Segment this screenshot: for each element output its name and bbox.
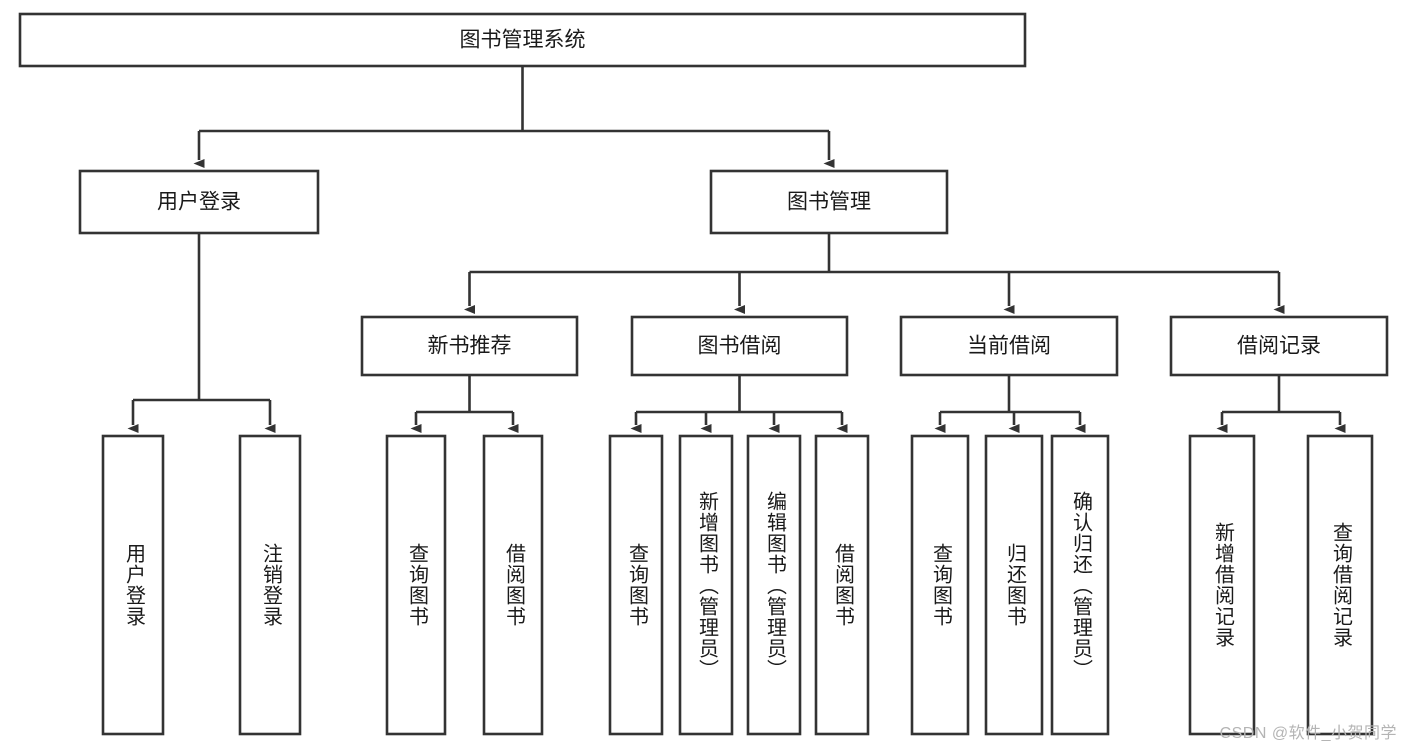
node-leaf-query-book-current-box	[910, 434, 970, 736]
node-leaf-return-book-label-wrap: 归还图书	[1003, 543, 1026, 627]
node-user-login-box	[78, 169, 320, 235]
node-leaf-user-login-box	[101, 434, 165, 736]
node-new-book-recommend[interactable]: 新书推荐	[360, 315, 579, 377]
node-leaf-query-book-recommend-label: 查询图书	[405, 543, 428, 627]
node-leaf-query-borrow-record[interactable]: 查询借阅记录	[1306, 434, 1374, 736]
node-leaf-add-book-admin[interactable]: 新增图书（管理员）	[678, 434, 734, 736]
node-leaf-logout-login[interactable]: 注销登录	[238, 434, 302, 736]
node-leaf-add-book-admin-label: 新增图书（管理员）	[695, 490, 718, 680]
node-root-label: 图书管理系统	[460, 29, 586, 52]
node-new-book-recommend-box	[360, 315, 579, 377]
node-book-borrow-box	[630, 315, 849, 377]
node-leaf-logout-login-label: 注销登录	[259, 543, 282, 627]
node-leaf-borrow-book[interactable]: 借阅图书	[814, 434, 870, 736]
node-root-box	[18, 12, 1027, 68]
node-leaf-add-borrow-record[interactable]: 新增借阅记录	[1188, 434, 1256, 736]
node-leaf-query-book-current-label: 查询图书	[929, 543, 952, 627]
node-leaf-add-book-admin-label-wrap: 新增图书（管理员）	[695, 490, 718, 680]
node-leaf-add-book-admin-box	[678, 434, 734, 736]
node-current-borrow-label: 当前借阅	[967, 335, 1051, 358]
node-user-login-label: 用户登录	[157, 191, 241, 214]
node-book-management-box	[709, 169, 949, 235]
node-leaf-return-book[interactable]: 归还图书	[984, 434, 1044, 736]
node-leaf-confirm-return-admin-label-wrap: 确认归还（管理员）	[1069, 490, 1092, 680]
node-leaf-user-login-label-wrap: 用户登录	[122, 543, 145, 627]
node-leaf-query-book-borrow-label-wrap: 查询图书	[625, 543, 648, 627]
node-leaf-query-book-current[interactable]: 查询图书	[910, 434, 970, 736]
node-leaf-edit-book-admin-box	[746, 434, 802, 736]
node-leaf-query-book-current-label-wrap: 查询图书	[929, 543, 952, 627]
node-layer: 图书管理系统用户登录图书管理新书推荐图书借阅当前借阅借阅记录用户登录注销登录查询…	[18, 12, 1389, 736]
node-leaf-user-login-label: 用户登录	[122, 543, 145, 627]
node-leaf-edit-book-admin[interactable]: 编辑图书（管理员）	[746, 434, 802, 736]
node-book-management[interactable]: 图书管理	[709, 169, 949, 235]
node-leaf-add-borrow-record-label-wrap: 新增借阅记录	[1211, 522, 1234, 648]
node-leaf-query-book-borrow-box	[608, 434, 664, 736]
node-leaf-query-borrow-record-label: 查询借阅记录	[1329, 522, 1352, 648]
node-leaf-logout-login-label-wrap: 注销登录	[259, 543, 282, 627]
node-root[interactable]: 图书管理系统	[18, 12, 1027, 68]
node-leaf-borrow-book-recommend-label: 借阅图书	[502, 543, 525, 627]
node-current-borrow-box	[899, 315, 1119, 377]
node-leaf-query-book-recommend-box	[385, 434, 447, 736]
node-leaf-query-book-recommend-label-wrap: 查询图书	[405, 543, 428, 627]
node-leaf-add-borrow-record-box	[1188, 434, 1256, 736]
node-leaf-borrow-book-label-wrap: 借阅图书	[831, 543, 854, 627]
node-book-management-label: 图书管理	[787, 191, 871, 214]
node-leaf-borrow-book-recommend-box	[482, 434, 544, 736]
node-book-borrow[interactable]: 图书借阅	[630, 315, 849, 377]
node-leaf-borrow-book-recommend-label-wrap: 借阅图书	[502, 543, 525, 627]
node-leaf-add-borrow-record-label: 新增借阅记录	[1211, 522, 1234, 648]
node-leaf-confirm-return-admin[interactable]: 确认归还（管理员）	[1050, 434, 1110, 736]
node-leaf-query-borrow-record-label-wrap: 查询借阅记录	[1329, 522, 1352, 648]
node-leaf-return-book-label: 归还图书	[1003, 543, 1026, 627]
node-user-login[interactable]: 用户登录	[78, 169, 320, 235]
node-leaf-logout-login-box	[238, 434, 302, 736]
node-leaf-confirm-return-admin-label: 确认归还（管理员）	[1069, 490, 1092, 680]
node-leaf-edit-book-admin-label: 编辑图书（管理员）	[763, 490, 786, 680]
node-leaf-borrow-book-label: 借阅图书	[831, 543, 854, 627]
node-leaf-borrow-book-recommend[interactable]: 借阅图书	[482, 434, 544, 736]
node-leaf-query-book-recommend[interactable]: 查询图书	[385, 434, 447, 736]
node-borrow-record[interactable]: 借阅记录	[1169, 315, 1389, 377]
node-leaf-query-book-borrow[interactable]: 查询图书	[608, 434, 664, 736]
connector-layer	[127, 66, 1346, 433]
node-leaf-borrow-book-box	[814, 434, 870, 736]
node-borrow-record-box	[1169, 315, 1389, 377]
node-leaf-return-book-box	[984, 434, 1044, 736]
node-current-borrow[interactable]: 当前借阅	[899, 315, 1119, 377]
node-book-borrow-label: 图书借阅	[698, 335, 782, 358]
node-leaf-query-book-borrow-label: 查询图书	[625, 543, 648, 627]
node-borrow-record-label: 借阅记录	[1237, 335, 1321, 358]
node-leaf-query-borrow-record-box	[1306, 434, 1374, 736]
node-leaf-confirm-return-admin-box	[1050, 434, 1110, 736]
node-leaf-user-login[interactable]: 用户登录	[101, 434, 165, 736]
node-new-book-recommend-label: 新书推荐	[428, 335, 512, 358]
node-leaf-edit-book-admin-label-wrap: 编辑图书（管理员）	[763, 490, 786, 680]
